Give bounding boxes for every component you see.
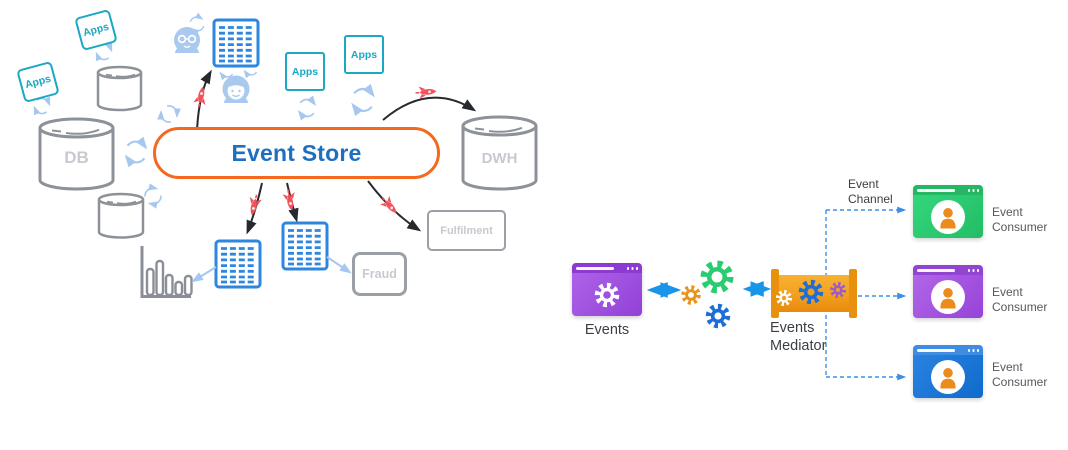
pipe-cap-left [771, 269, 779, 318]
events-label: Events [584, 322, 630, 338]
event-consumer-window-blue [913, 345, 983, 398]
apps-label: Apps [291, 65, 319, 78]
avatar [931, 199, 965, 234]
pipe-cap-right [849, 269, 857, 318]
gear-icon-purple-pipe [830, 282, 846, 298]
window-body [913, 275, 983, 318]
analyst-woman-icon [222, 75, 250, 103]
gear-icon-orange [681, 285, 701, 305]
apps-node-1: Apps [285, 52, 325, 91]
avatar [931, 359, 965, 394]
person-icon [940, 207, 956, 228]
window-body [572, 273, 642, 316]
apps-label: Apps [23, 72, 53, 92]
dwh-label: DWH [481, 150, 518, 167]
fulfilment-node: Fulfilment [427, 210, 506, 251]
db-cylinder-small-bottom [97, 192, 145, 239]
downstream-arrows [191, 256, 352, 283]
db-cylinder-small-top [96, 65, 143, 112]
gear-icon-blue-pipe [798, 279, 824, 305]
flow-arrows [646, 281, 772, 298]
person-icon [940, 287, 956, 308]
apps-label: Apps [350, 48, 378, 61]
avatar [931, 279, 965, 314]
window-body [913, 355, 983, 398]
window-dots-icon [967, 269, 970, 272]
event-consumer-window-green [913, 185, 983, 238]
db-cylinder-main [38, 117, 115, 191]
events-mediator-label: Events Mediator [770, 320, 827, 354]
dwh-cylinder [461, 115, 538, 191]
fulfilment-label: Fulfilment [440, 224, 493, 237]
pipe-gears [776, 279, 846, 306]
event-channel-label: Event Channel [848, 177, 893, 206]
bar-chart-icon [140, 246, 193, 298]
window-dots-icon [967, 189, 970, 192]
event-consumer-label-green: Event Consumer [992, 205, 1048, 234]
event-consumer-window-purple [913, 265, 983, 318]
window-body [913, 195, 983, 238]
address-bar [917, 188, 955, 192]
gear-icon-white-small [776, 290, 792, 306]
event-channel-lines [825, 206, 907, 381]
event-store-node: Event Store [153, 127, 440, 179]
window-titlebar [913, 345, 983, 355]
event-consumer-label-purple: Event Consumer [992, 285, 1048, 314]
event-store-label: Event Store [231, 139, 362, 166]
window-titlebar [913, 265, 983, 275]
db-label: DB [64, 148, 89, 167]
fraud-node: Fraud [352, 252, 407, 296]
apps-node-2: Apps [344, 35, 384, 74]
address-bar [917, 348, 955, 352]
fraud-label: Fraud [362, 267, 397, 281]
events-mediator-pipe [771, 268, 857, 318]
window-titlebar [572, 263, 642, 273]
gear-icon-green [700, 260, 734, 294]
window-titlebar [913, 185, 983, 195]
apps-label: Apps [81, 20, 111, 40]
window-dots-icon [626, 267, 629, 270]
address-bar [917, 268, 955, 272]
address-bar [576, 266, 614, 270]
gear-icon-blue [705, 303, 731, 329]
window-dots-icon [967, 349, 970, 352]
person-icon [940, 367, 956, 388]
analyst-man-icon [174, 27, 200, 53]
events-producer-window [572, 263, 642, 316]
event-consumer-label-blue: Event Consumer [992, 360, 1048, 389]
gear-icon-white [594, 282, 620, 307]
